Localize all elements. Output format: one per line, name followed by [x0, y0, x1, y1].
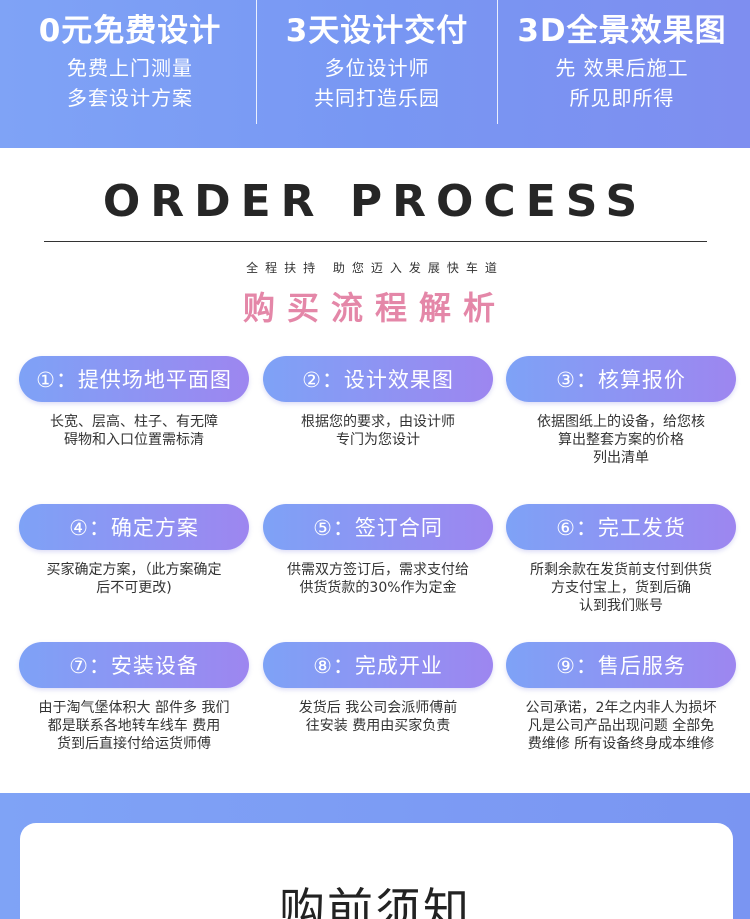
step-description-line: 凡是公司产品出现问题 全部免 — [527, 718, 715, 734]
step-label-pill: ①：提供场地平面图 — [19, 356, 249, 402]
step-description: 根据您的要求，由设计师 专门为您设计 — [263, 413, 493, 449]
step-description-line: 往安装 费用由买家负责 — [305, 718, 451, 734]
step-label-pill: ⑦：安装设备 — [19, 642, 249, 688]
step-description-line: 认到我们账号 — [579, 598, 663, 614]
step-description-line: 供需双方签订后，需求支付给 — [287, 562, 469, 578]
banner-feature-free-design: 0元免费设计 免费上门测量 多套设计方案 — [5, 0, 255, 148]
step-description-line: 都是联系各地转车线车 费用 — [47, 718, 221, 734]
step-description-line: 长宽、层高、柱子、有无障 — [50, 414, 218, 430]
purchase-process-subtitle: 购买流程解析 — [242, 289, 507, 327]
step-description: 依据图纸上的设备，给您核 算出整套方案的价格 列出清单 — [506, 413, 736, 467]
step-description-line: 所剩余款在发货前支付到供货 — [530, 562, 712, 578]
step-description-line: 后不可更改) — [96, 580, 172, 596]
title-divider — [44, 241, 707, 242]
step-label-pill: ⑥：完工发货 — [506, 504, 736, 550]
banner-feature-delivery: 3天设计交付 多位设计师 共同打造乐园 — [252, 0, 502, 148]
step-description-line: 供货货款的30%作为定金 — [299, 580, 457, 596]
step-label-pill: ②：设计效果图 — [263, 356, 493, 402]
step-label-pill: ③：核算报价 — [506, 356, 736, 402]
step-description-line: 根据您的要求，由设计师 — [301, 414, 455, 430]
step-description-line: 算出整套方案的价格 — [558, 432, 684, 448]
banner-divider — [497, 0, 498, 124]
step-label-pill: ⑨：售后服务 — [506, 642, 736, 688]
step-description: 长宽、层高、柱子、有无障 碍物和入口位置需标清 — [19, 413, 249, 449]
banner-feature-line: 免费上门测量 — [67, 56, 193, 80]
step-description-line: 列出清单 — [593, 450, 649, 466]
banner-feature-title: 3D全景效果图 — [517, 13, 727, 49]
step-label-pill: ⑤：签订合同 — [263, 504, 493, 550]
banner-feature-title: 0元免费设计 — [38, 13, 222, 49]
step-description-line: 发货后 我公司会派师傅前 — [298, 700, 458, 716]
step-description-line: 由于淘气堡体积大 部件多 我们 — [38, 700, 230, 716]
step-description-line: 碍物和入口位置需标清 — [64, 432, 204, 448]
step-description-line: 费维修 所有设备终身成本维修 — [527, 736, 715, 752]
step-description-line: 方支付宝上，货到后确 — [551, 580, 691, 596]
notice-title: 购前须知 — [279, 883, 471, 919]
top-banner: 0元免费设计 免费上门测量 多套设计方案 3天设计交付 多位设计师 共同打造乐园… — [0, 0, 750, 148]
step-description: 供需双方签订后，需求支付给 供货货款的30%作为定金 — [263, 561, 493, 597]
banner-divider — [256, 0, 257, 124]
banner-feature-line: 所见即所得 — [569, 86, 675, 110]
order-process-title: ORDER PROCESS — [102, 176, 648, 227]
step-description-line: 买家确定方案，（此方案确定 — [46, 562, 222, 578]
tagline: 全程扶持 助您迈入发展快车道 — [246, 261, 504, 275]
step-description: 公司承诺，2年之内非人为损坏 凡是公司产品出现问题 全部免 费维修 所有设备终身… — [506, 699, 736, 753]
banner-feature-line: 先 效果后施工 — [555, 56, 689, 80]
step-description: 买家确定方案，（此方案确定 后不可更改) — [19, 561, 249, 597]
step-label-pill: ⑧：完成开业 — [263, 642, 493, 688]
step-description-line: 专门为您设计 — [336, 432, 420, 448]
step-label-pill: ④：确定方案 — [19, 504, 249, 550]
banner-feature-line: 多套设计方案 — [67, 86, 193, 110]
banner-feature-line: 多位设计师 — [324, 56, 430, 80]
step-description-line: 公司承诺，2年之内非人为损坏 — [525, 700, 717, 716]
step-description-line: 货到后直接付给运货师傅 — [57, 736, 211, 752]
banner-feature-line: 共同打造乐园 — [314, 86, 440, 110]
step-description: 由于淘气堡体积大 部件多 我们 都是联系各地转车线车 费用 货到后直接付给运货师… — [19, 699, 249, 753]
notice-card — [20, 823, 733, 919]
step-description-line: 依据图纸上的设备，给您核 — [537, 414, 705, 430]
banner-feature-3d-rendering: 3D全景效果图 先 效果后施工 所见即所得 — [497, 0, 747, 148]
banner-feature-title: 3天设计交付 — [285, 13, 469, 49]
step-description: 所剩余款在发货前支付到供货 方支付宝上，货到后确 认到我们账号 — [506, 561, 736, 615]
step-description: 发货后 我公司会派师傅前 往安装 费用由买家负责 — [263, 699, 493, 735]
